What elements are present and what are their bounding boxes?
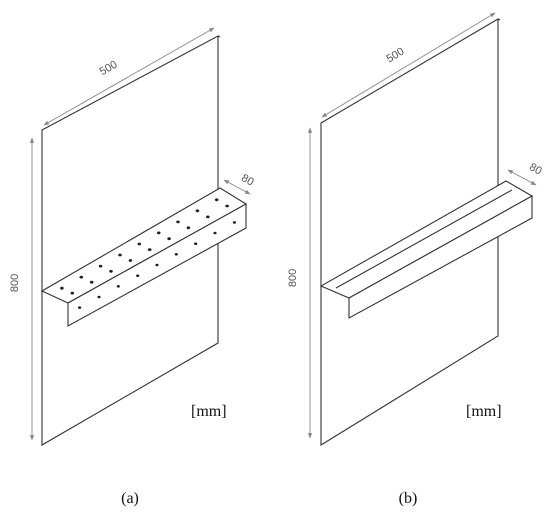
shelf-hole <box>147 248 152 252</box>
figure-b: 500 800 80 [mm] (b) <box>287 12 544 507</box>
shelf-lip-hole <box>232 221 236 224</box>
height-label-a: 800 <box>9 274 21 292</box>
units-label-a: [mm] <box>191 403 227 420</box>
shelf-lip-hole <box>194 242 198 245</box>
shelf-hole <box>176 220 180 224</box>
dimension-height-a: 800 <box>9 137 35 441</box>
units-label-b: [mm] <box>466 403 502 420</box>
shelf-hole <box>98 264 103 268</box>
shelf-hole <box>79 275 84 279</box>
depth-label-a: 80 <box>239 172 256 188</box>
shelf-lip-hole <box>155 263 159 267</box>
shelf-hole <box>156 231 161 235</box>
width-label-b: 500 <box>384 46 406 66</box>
shelf-hole <box>167 237 171 241</box>
shelf-hole <box>109 269 113 273</box>
shelf-hole <box>128 259 133 262</box>
shelf-hole <box>214 198 219 202</box>
dimension-depth-b: 80 <box>507 161 544 186</box>
shelf-lip-hole <box>116 285 120 288</box>
shelf-lip-hole <box>136 274 140 278</box>
shelf-hole <box>60 286 64 290</box>
caption-a: (a) <box>121 490 139 507</box>
shelf-holes-a <box>60 198 236 309</box>
shelf-lip-hole <box>213 231 217 235</box>
figure-a: 500 800 80 [mm] (a) <box>9 27 256 507</box>
dimension-depth-a: 80 <box>223 172 256 195</box>
height-label-b: 800 <box>287 269 299 287</box>
shelf-hole <box>225 204 229 208</box>
depth-label-b: 80 <box>527 161 544 177</box>
shelf-hole <box>89 280 94 284</box>
dimension-height-b: 800 <box>287 127 313 439</box>
shelf-hole <box>70 291 75 295</box>
shelf-hole <box>137 242 142 246</box>
shelf-hole <box>206 215 210 219</box>
shelf-lip-hole <box>78 306 82 309</box>
shelf-hole <box>186 226 191 230</box>
shelf-lip-hole <box>97 295 101 299</box>
width-label-a: 500 <box>98 59 120 78</box>
shelf-lip-hole <box>174 253 178 256</box>
caption-b: (b) <box>399 490 418 507</box>
shelf-hole <box>118 253 122 257</box>
shelf-a <box>40 187 248 327</box>
shelf-hole <box>195 209 200 213</box>
shelf-b <box>319 180 534 319</box>
